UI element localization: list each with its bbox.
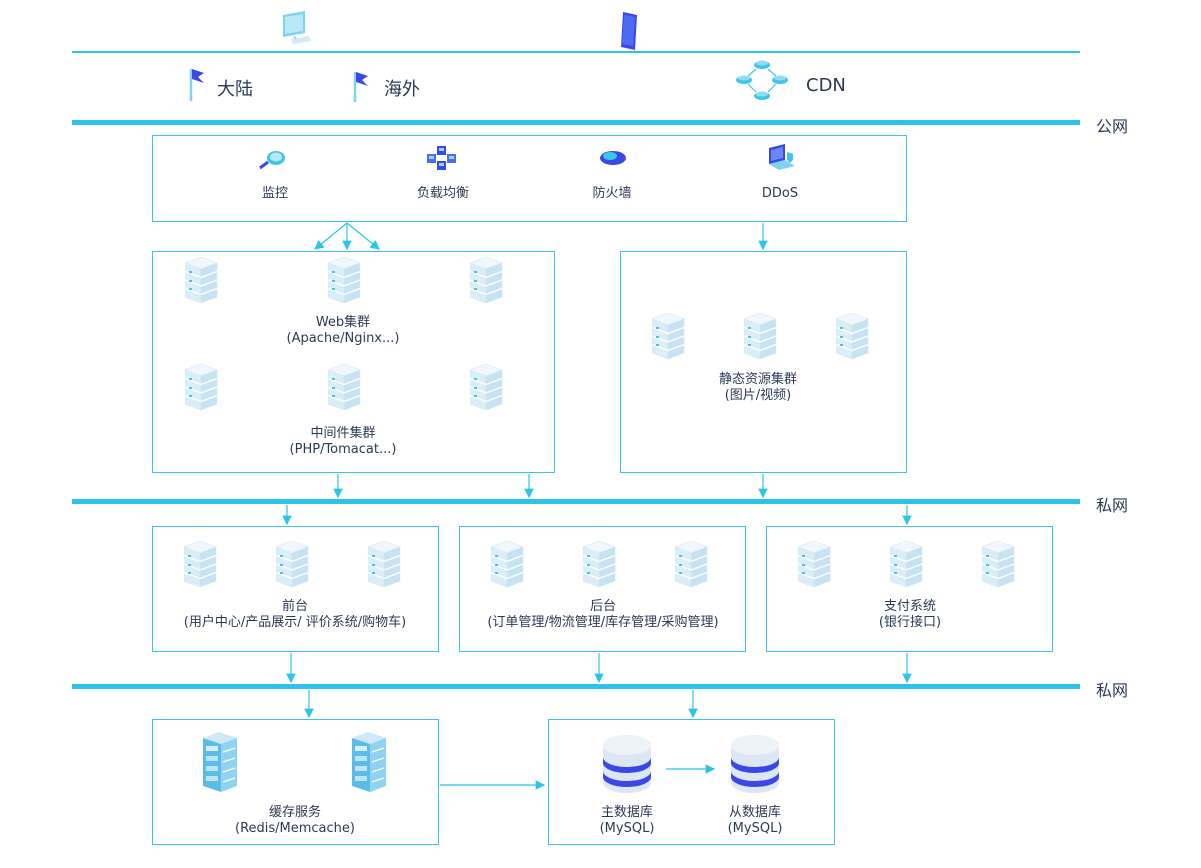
payment-subtitle: (银行接口)	[878, 615, 942, 630]
region-mainland-label: 大陆	[217, 79, 253, 100]
load-balance-label: 负载均衡	[416, 186, 469, 201]
laptop-shield-icon	[769, 144, 795, 170]
server-rack-icon	[185, 364, 218, 411]
middleware-cluster-subtitle: (PHP/Tomacat...)	[289, 442, 397, 457]
server-rack-icon	[744, 313, 777, 360]
payment-title: 支付系统	[883, 599, 936, 614]
public-network-label: 公网	[1096, 117, 1129, 136]
desktop-icon	[283, 11, 311, 44]
server-rack-icon	[652, 313, 685, 360]
cdn-cluster-icon	[736, 60, 788, 100]
arrow-gateway-web-right	[346, 222, 380, 250]
master-db-title: 主数据库	[600, 805, 653, 820]
server-rack-icon	[368, 541, 401, 588]
server-rack-icon	[203, 732, 238, 793]
server-rack-icon	[675, 541, 708, 588]
server-rack-icon	[470, 257, 503, 304]
firewall-label: 防火墙	[592, 186, 632, 201]
magnifier-icon	[259, 151, 285, 170]
server-rack-icon	[276, 541, 309, 588]
cache-title: 缓存服务	[268, 805, 321, 820]
private-network-label-1: 私网	[1096, 496, 1129, 515]
static-cluster-subtitle: (图片/视频)	[724, 388, 792, 403]
backend-title: 后台	[589, 599, 616, 614]
master-db-subtitle: (MySQL)	[599, 821, 655, 836]
server-rack-icon	[890, 541, 923, 588]
server-rack-icon	[185, 257, 218, 304]
firewall-icon	[600, 151, 626, 165]
private-network-label-2: 私网	[1096, 681, 1129, 700]
web-cluster-subtitle: (Apache/Nginx...)	[286, 331, 400, 346]
public-network-line	[72, 120, 1080, 125]
cache-subtitle: (Redis/Memcache)	[235, 821, 355, 836]
static-cluster-title: 静态资源集群	[718, 372, 797, 387]
web-cluster-title: Web集群	[315, 315, 371, 330]
cache-box	[152, 719, 439, 845]
server-rack-icon	[583, 541, 616, 588]
cubes-icon	[427, 146, 456, 170]
static-cluster-box	[620, 251, 907, 473]
server-rack-icon	[184, 541, 217, 588]
private-network-line-2	[72, 684, 1080, 689]
server-rack-icon	[491, 541, 524, 588]
database-icon	[603, 735, 651, 793]
frontend-title: 前台	[281, 599, 308, 614]
database-box	[548, 719, 835, 845]
server-rack-icon	[328, 364, 361, 411]
flag-icon	[353, 72, 368, 102]
private-network-line-1	[72, 499, 1080, 504]
server-rack-icon	[328, 257, 361, 304]
client-divider-line	[72, 51, 1080, 53]
slave-db-title: 从数据库	[728, 805, 781, 820]
frontend-subtitle: (用户中心/产品展示/ 评价系统/购物车)	[183, 615, 407, 630]
monitor-label: 监控	[261, 186, 288, 201]
ddos-label: DDoS	[761, 186, 799, 201]
server-rack-icon	[836, 313, 869, 360]
slave-db-subtitle: (MySQL)	[727, 821, 783, 836]
middleware-cluster-title: 中间件集群	[310, 426, 376, 441]
server-rack-icon	[470, 364, 503, 411]
arrow-gateway-web-left	[314, 222, 348, 250]
backend-subtitle: (订单管理/物流管理/库存管理/采购管理)	[487, 615, 719, 630]
server-rack-icon	[352, 732, 387, 793]
flag-icon	[189, 69, 204, 101]
mobile-icon	[621, 12, 637, 50]
cdn-label: CDN	[806, 75, 846, 96]
database-icon	[731, 735, 779, 793]
server-rack-icon	[982, 541, 1015, 588]
server-rack-icon	[798, 541, 831, 588]
region-overseas-label: 海外	[384, 79, 420, 100]
